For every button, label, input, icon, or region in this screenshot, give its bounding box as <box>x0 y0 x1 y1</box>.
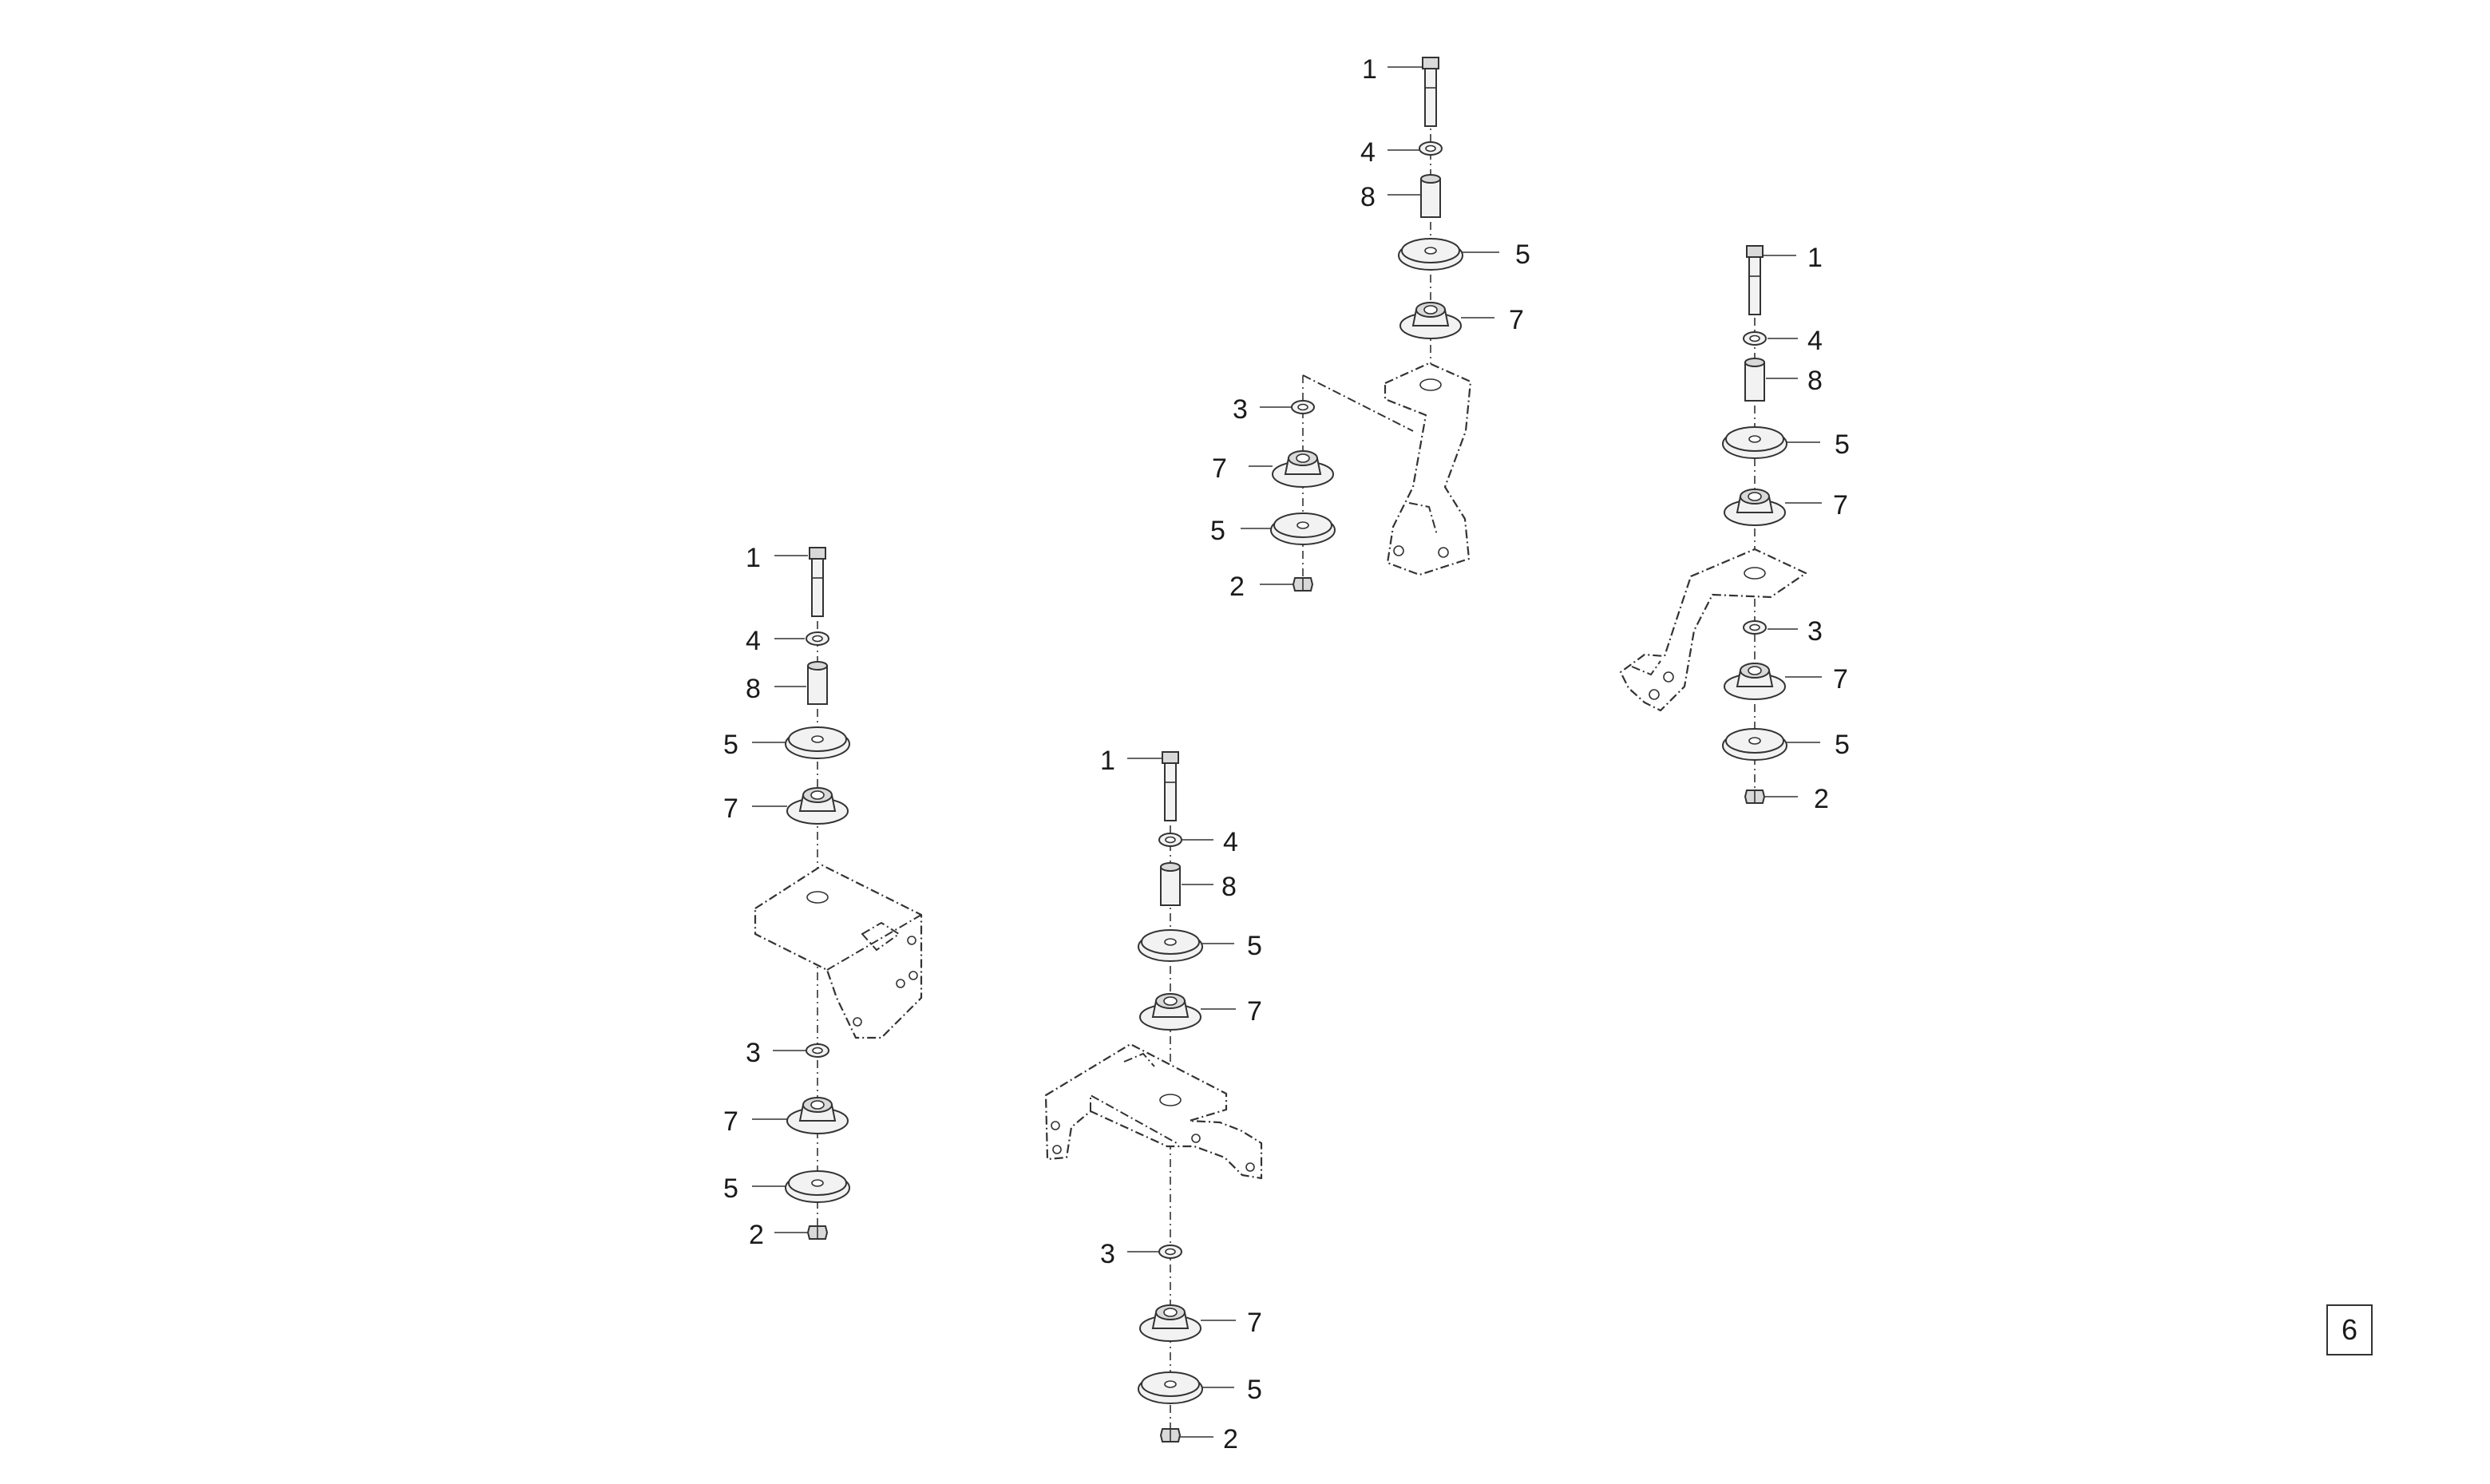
callout-spacer: 8 <box>1221 872 1237 902</box>
assembly-left: 1 4 8 5 7 3 7 5 2 <box>723 543 923 1250</box>
callout-lower-washer: 3 <box>746 1038 761 1068</box>
spacer-icon <box>1420 174 1441 218</box>
nut-icon <box>807 1225 828 1240</box>
callout-cup-washer: 5 <box>1210 516 1225 546</box>
spacer-icon <box>1744 358 1765 402</box>
callout-rubber-mount: 7 <box>1833 664 1848 695</box>
cup-washer-icon <box>785 1170 850 1203</box>
spacer-icon <box>807 661 828 705</box>
bracket <box>1619 548 1807 712</box>
callout-bolt: 1 <box>1362 54 1377 85</box>
nut-icon <box>1160 1428 1181 1442</box>
callout-upper-washer: 4 <box>746 626 761 656</box>
callout-cup-washer: 5 <box>1515 239 1530 270</box>
callout-spacer: 8 <box>1807 366 1823 396</box>
callout-upper-washer: 4 <box>1360 137 1376 168</box>
callout-upper-washer: 4 <box>1807 326 1823 356</box>
callout-rubber-mount: 7 <box>723 793 738 824</box>
page-number: 6 <box>2341 1313 2358 1346</box>
rubber-mount-icon <box>1272 450 1334 488</box>
cup-washer-icon <box>1270 512 1336 545</box>
washer-icon <box>1743 331 1767 346</box>
rubber-mount-icon <box>1139 993 1201 1031</box>
callout-cup-washer: 5 <box>1247 931 1262 961</box>
callout-cup-washer: 5 <box>1835 429 1850 460</box>
callout-bolt: 1 <box>1100 746 1115 776</box>
washer-icon <box>806 1043 829 1058</box>
rubber-mount-icon <box>1399 302 1462 339</box>
washer-icon <box>1291 400 1315 414</box>
callout-spacer: 8 <box>746 674 761 704</box>
rubber-mount-icon <box>786 1097 849 1134</box>
callout-cup-washer: 5 <box>723 1173 738 1204</box>
assembly-top: 1 4 8 5 7 3 7 5 2 <box>1210 54 1530 602</box>
washer-icon <box>1743 620 1767 635</box>
callout-nut: 2 <box>1223 1424 1238 1454</box>
callout-rubber-mount: 7 <box>723 1106 738 1137</box>
callout-rubber-mount: 7 <box>1212 453 1227 484</box>
cup-washer-icon <box>1722 728 1787 761</box>
callout-nut: 2 <box>1814 784 1829 814</box>
nut-icon <box>1744 789 1765 804</box>
callout-lower-washer: 3 <box>1233 394 1248 425</box>
bolt-icon <box>1162 751 1179 821</box>
spacer-icon <box>1160 862 1181 906</box>
callout-nut: 2 <box>749 1220 764 1250</box>
rubber-mount-icon <box>786 787 849 825</box>
cup-washer-icon <box>1722 426 1787 459</box>
callout-upper-washer: 4 <box>1223 827 1238 857</box>
bolt-icon <box>1746 245 1764 315</box>
rubber-mount-icon <box>1724 489 1786 526</box>
cup-washer-icon <box>1138 929 1203 962</box>
callout-rubber-mount: 7 <box>1509 305 1524 335</box>
bolt-icon <box>809 547 826 617</box>
callout-cup-washer: 5 <box>1835 730 1850 760</box>
washer-icon <box>806 631 829 646</box>
bracket <box>754 864 923 1039</box>
nut-icon <box>1293 577 1313 592</box>
callout-nut: 2 <box>1229 572 1245 602</box>
washer-icon <box>1419 141 1443 156</box>
callout-bolt: 1 <box>1807 243 1823 273</box>
callout-cup-washer: 5 <box>723 730 738 760</box>
cup-washer-icon <box>1138 1371 1203 1404</box>
bolt-icon <box>1422 57 1439 127</box>
rubber-mount-icon <box>1724 663 1786 700</box>
callout-rubber-mount: 7 <box>1833 490 1848 520</box>
callout-rubber-mount: 7 <box>1247 1308 1262 1338</box>
bracket <box>1044 1043 1263 1180</box>
callout-lower-washer: 3 <box>1807 616 1823 647</box>
washer-icon <box>1158 833 1182 847</box>
assembly-bottom: 1 4 8 5 7 3 7 5 2 <box>1044 746 1263 1454</box>
callout-cup-washer: 5 <box>1247 1375 1262 1405</box>
callout-spacer: 8 <box>1360 182 1376 212</box>
callout-lower-washer: 3 <box>1100 1239 1115 1269</box>
washer-icon <box>1158 1245 1182 1259</box>
page-number-box: 6 <box>2326 1304 2373 1355</box>
cup-washer-icon <box>1398 238 1463 271</box>
bracket <box>1384 362 1472 576</box>
assembly-right: 1 4 8 5 7 3 7 5 2 <box>1619 243 1850 814</box>
cup-washer-icon <box>785 726 850 759</box>
rubber-mount-icon <box>1139 1304 1201 1342</box>
callout-bolt: 1 <box>746 543 761 573</box>
callout-rubber-mount: 7 <box>1247 996 1262 1027</box>
